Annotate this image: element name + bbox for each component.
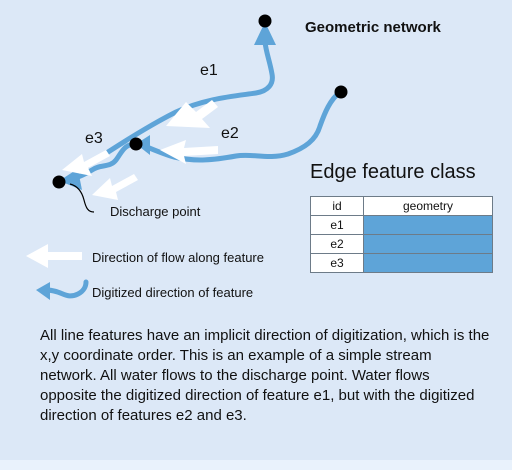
edge-e1-line — [59, 39, 275, 185]
edge-label-e2: e2 — [221, 125, 239, 142]
column-header-id: id — [310, 196, 364, 216]
row-geometry-cell — [363, 234, 493, 254]
caption-text: All line features have an implicit direc… — [40, 327, 490, 424]
discharge-point-label: Discharge point — [110, 204, 201, 219]
edge-e1-arrowhead — [254, 22, 276, 45]
junction-middle — [129, 137, 143, 151]
row-id-cell: e3 — [310, 253, 364, 273]
flow-arrow-e1 — [166, 100, 218, 128]
row-id-cell: e1 — [310, 215, 364, 235]
edge-feature-table: id geometry e1 e2 e3 — [310, 196, 493, 273]
flow-arrow-e3-lower — [92, 174, 138, 200]
discharge-leader-line — [69, 183, 95, 213]
legend-flow-arrow — [26, 244, 82, 268]
legend-digitized-arrow — [36, 279, 89, 300]
edge-e3-line — [67, 141, 139, 183]
edge-label-e1: e1 — [200, 62, 218, 79]
row-geometry-cell — [363, 215, 493, 235]
feature-class-title: Edge feature class — [310, 161, 476, 183]
flow-arrow-e3-upper — [62, 150, 110, 176]
edge-e3-arrowhead — [62, 170, 82, 190]
edge-e2-line — [136, 89, 343, 163]
table-row: e3 — [310, 253, 493, 273]
table-row: e2 — [310, 234, 493, 254]
row-id-cell: e2 — [310, 234, 364, 254]
table-row: e1 — [310, 215, 493, 235]
edge-label-e3: e3 — [85, 130, 103, 147]
legend-digitized-label: Digitized direction of feature — [92, 285, 254, 300]
junction-discharge — [52, 175, 66, 189]
junction-right — [334, 85, 348, 99]
diagram-title: Geometric network — [305, 19, 441, 36]
junction-top — [258, 14, 272, 28]
edge-e2-arrowhead — [136, 135, 150, 155]
row-geometry-cell — [363, 253, 493, 273]
bottom-strip — [0, 460, 512, 470]
table-header-row: id geometry — [310, 196, 493, 216]
column-header-geometry: geometry — [363, 196, 493, 216]
flow-arrow-e2 — [160, 140, 218, 164]
legend-flow-label: Direction of flow along feature — [92, 250, 264, 265]
